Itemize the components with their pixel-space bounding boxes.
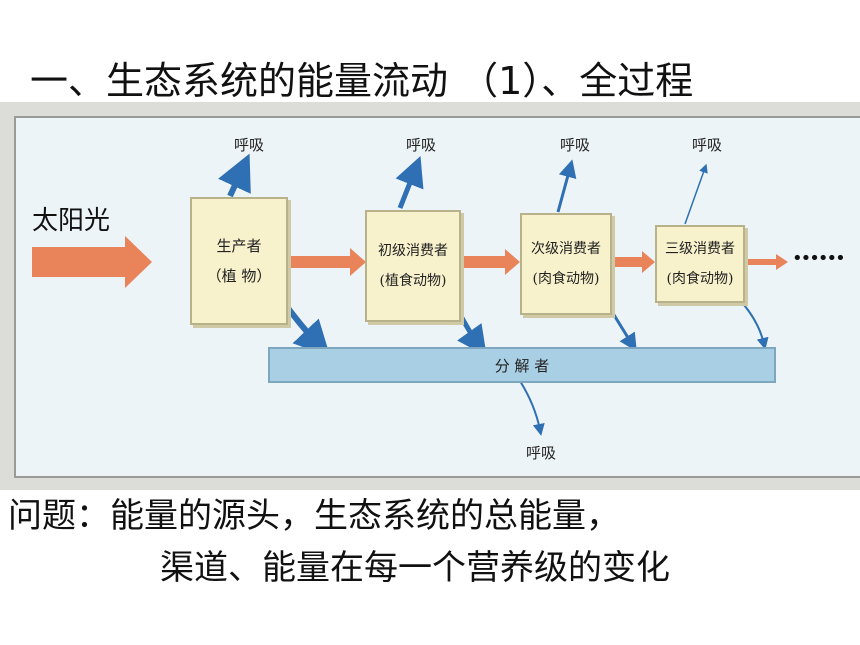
continuation-dots: ••••••: [792, 248, 846, 269]
flow-arrow-primary-secondary: [461, 249, 520, 275]
primary-consumer-name: 初级消费者: [378, 243, 448, 259]
decomposer-bar: 分 解 者: [268, 347, 776, 383]
respiration-arrow-tertiary: [684, 163, 708, 225]
producer-name: 生产者: [216, 237, 262, 255]
producer-box: 生产者 （植 物）: [190, 197, 288, 325]
sunlight-label: 太阳光: [32, 206, 111, 236]
secondary-consumer-box: 次级消费者 (肉食动物): [520, 213, 612, 315]
respiration-arrow-producer: [218, 153, 251, 198]
tertiary-consumer-name: 三级消费者: [665, 241, 735, 257]
question-line-1: 问题：能量的源头，生态系统的总能量，: [8, 496, 620, 536]
sunlight-arrow: [32, 236, 152, 288]
respiration-arrow-secondary: [556, 159, 577, 213]
respiration-arrow-primary: [395, 156, 424, 209]
respiration-label-decomposer: 呼吸: [526, 444, 557, 462]
flow-arrow-producer-primary: [288, 248, 366, 276]
respiration-label-primary: 呼吸: [406, 136, 437, 154]
tertiary-consumer-type: (肉食动物): [666, 271, 734, 287]
primary-consumer-type: (植食动物): [379, 273, 447, 289]
question-line-2: 渠道、能量在每一个营养级的变化: [160, 548, 670, 588]
respiration-arrow-decomposer: [519, 380, 545, 436]
respiration-label-producer: 呼吸: [234, 136, 265, 154]
respiration-label-secondary: 呼吸: [560, 136, 591, 154]
tertiary-consumer-box: 三级消费者 (肉食动物): [655, 225, 745, 303]
secondary-consumer-type: (肉食动物): [532, 271, 600, 287]
page-title: 一、生态系统的能量流动 （1）、全过程: [30, 59, 694, 103]
producer-type: （植 物）: [206, 267, 272, 285]
primary-consumer-box: 初级消费者 (植食动物): [365, 210, 461, 322]
flow-arrow-secondary-tertiary: [612, 251, 655, 273]
secondary-consumer-name: 次级消费者: [531, 241, 601, 257]
respiration-label-tertiary: 呼吸: [692, 136, 723, 154]
flow-arrow-tertiary-next: [744, 254, 788, 270]
